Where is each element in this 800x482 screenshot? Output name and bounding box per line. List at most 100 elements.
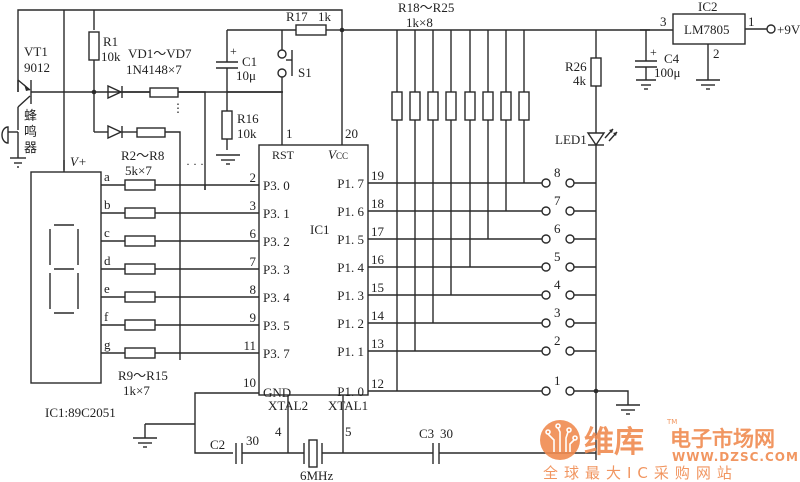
key-row-3[interactable]: 3 (368, 305, 596, 328)
ic1-right-pin-number: 16 (371, 252, 385, 267)
c3-value: 30 (440, 426, 453, 441)
c4-value: 100μ (654, 65, 681, 80)
c2-ref: C2 (210, 437, 225, 452)
ic1-right-pin-number: 12 (371, 376, 384, 391)
key-contact[interactable] (541, 234, 551, 244)
key-contact[interactable] (541, 262, 551, 272)
segment-resistor (124, 347, 156, 359)
ic2-pin-in: 3 (660, 14, 667, 29)
key-row-6[interactable]: 6 (368, 221, 596, 244)
ic2-part: LM7805 (684, 22, 730, 37)
segment-label: e (104, 281, 110, 296)
key-contact[interactable] (541, 318, 551, 328)
pullup-resistor (500, 30, 512, 211)
ic1-right-pin-name: P1. 0 (337, 384, 364, 399)
key-label: 2 (554, 333, 561, 348)
ic1-left-pin-name: P3. 7 (263, 346, 290, 361)
r26-led: R26 4k LED1 (555, 30, 618, 460)
c4-polarity: + (650, 45, 657, 59)
key-label: 1 (554, 373, 561, 388)
crystal-value: 6MHz (300, 468, 333, 482)
key-row-4[interactable]: 4 (368, 277, 596, 300)
ic1-left-pin-name: P3. 5 (263, 318, 290, 333)
c3-ref: C3 (419, 426, 434, 441)
ellipsis-v: ⋮ (172, 101, 184, 115)
ic1-gnd-pin-number: 10 (243, 375, 256, 390)
key-contact[interactable] (565, 290, 575, 300)
key-contact[interactable] (541, 206, 551, 216)
key-contact[interactable] (565, 234, 575, 244)
supply-label: +9V (777, 22, 800, 37)
key-contact[interactable] (541, 290, 551, 300)
key-label: 8 (554, 165, 561, 180)
segment-resistor (124, 319, 156, 331)
ic1-vcc-label: VCC (328, 147, 348, 162)
ic1-pin-4: 4 (275, 424, 282, 439)
watermark-url: WWW.DZSC.COM (672, 450, 799, 464)
r26-value: 4k (573, 73, 587, 88)
ic1-rst-label: RST (272, 148, 295, 162)
c2-value: 30 (246, 433, 259, 448)
keypad: 8 7 6 5 4 3 2 1 (368, 30, 596, 396)
key-label: 5 (554, 249, 561, 264)
key-row-8[interactable]: 8 (368, 165, 596, 188)
key-contact[interactable] (565, 386, 575, 396)
ic1-left-pin-number: 7 (250, 254, 257, 269)
segment-label: c (104, 225, 110, 240)
ic1-right-pin-name: P1. 5 (337, 232, 364, 247)
buzzer-label-2: 鸣 (24, 124, 37, 140)
ic2-regulator: LM7805 IC2 3 1 2 +9V + C4 100μ (635, 0, 800, 90)
ic1-left-pin-name: P3. 4 (263, 290, 290, 305)
pullup-resistor (409, 30, 421, 351)
vd-value: 1N4148×7 (126, 62, 182, 77)
ic1-pin-5: 5 (345, 424, 352, 439)
segment-label: f (104, 309, 109, 324)
segment-resistor (124, 263, 156, 275)
ic1-left-pin-number: 9 (250, 310, 257, 325)
key-contact[interactable] (565, 206, 575, 216)
key-row-1[interactable]: 1 (368, 373, 596, 396)
pullup-resistor (464, 30, 476, 267)
pullup-resistor (391, 30, 403, 391)
key-row-2[interactable]: 2 (368, 333, 596, 356)
watermark-brand: 维库 (584, 425, 644, 460)
pullup-resistor (427, 30, 439, 323)
key-row-5[interactable]: 5 (368, 249, 596, 272)
ic1-left-pin-name: P3. 0 (263, 178, 290, 193)
led1-ref: LED1 (555, 132, 587, 147)
segment-row-c: c (101, 225, 259, 247)
segment-row-d: d (101, 253, 259, 275)
ground-symbol-keys (593, 388, 640, 415)
segment-row-f: f (101, 309, 259, 331)
r26-ref: R26 (565, 59, 587, 74)
r9r15-ref: R9～R15 (118, 368, 168, 383)
ellipsis-h: · · · (186, 157, 204, 171)
ic1-right-pin-name: P1. 2 (337, 316, 364, 331)
key-contact[interactable] (565, 318, 575, 328)
key-contact[interactable] (541, 346, 551, 356)
ic1-right-pin-number: 17 (371, 224, 385, 239)
display-vplus: V+ (70, 154, 87, 169)
ic2-ref: IC2 (698, 0, 718, 14)
key-contact[interactable] (565, 178, 575, 188)
ic1-pin-1: 1 (286, 126, 293, 141)
key-contact[interactable] (541, 178, 551, 188)
key-row-7[interactable]: 7 (368, 193, 596, 216)
ic1-left-pin-name: P3. 2 (263, 234, 290, 249)
top-wiring (17, 9, 650, 170)
r17-value: 1k (318, 9, 332, 24)
key-contact[interactable] (565, 262, 575, 272)
ic1-right-pin-name: P1. 7 (337, 176, 364, 191)
ic1-right-pin-name: P1. 6 (337, 204, 364, 219)
key-contact[interactable] (541, 386, 551, 396)
key-contact[interactable] (565, 346, 575, 356)
r16-value: 10k (237, 126, 257, 141)
r18r25-ref: R18～R25 (398, 0, 454, 15)
r1-value: 10k (101, 49, 121, 64)
diagram-title: IC1:89C2051 (45, 405, 116, 420)
r1-ref: R1 (103, 34, 118, 49)
segment-resistor (124, 179, 156, 191)
key-label: 7 (554, 193, 561, 208)
ic2-pin-out: 1 (748, 14, 755, 29)
c1-polarity: + (230, 44, 237, 58)
